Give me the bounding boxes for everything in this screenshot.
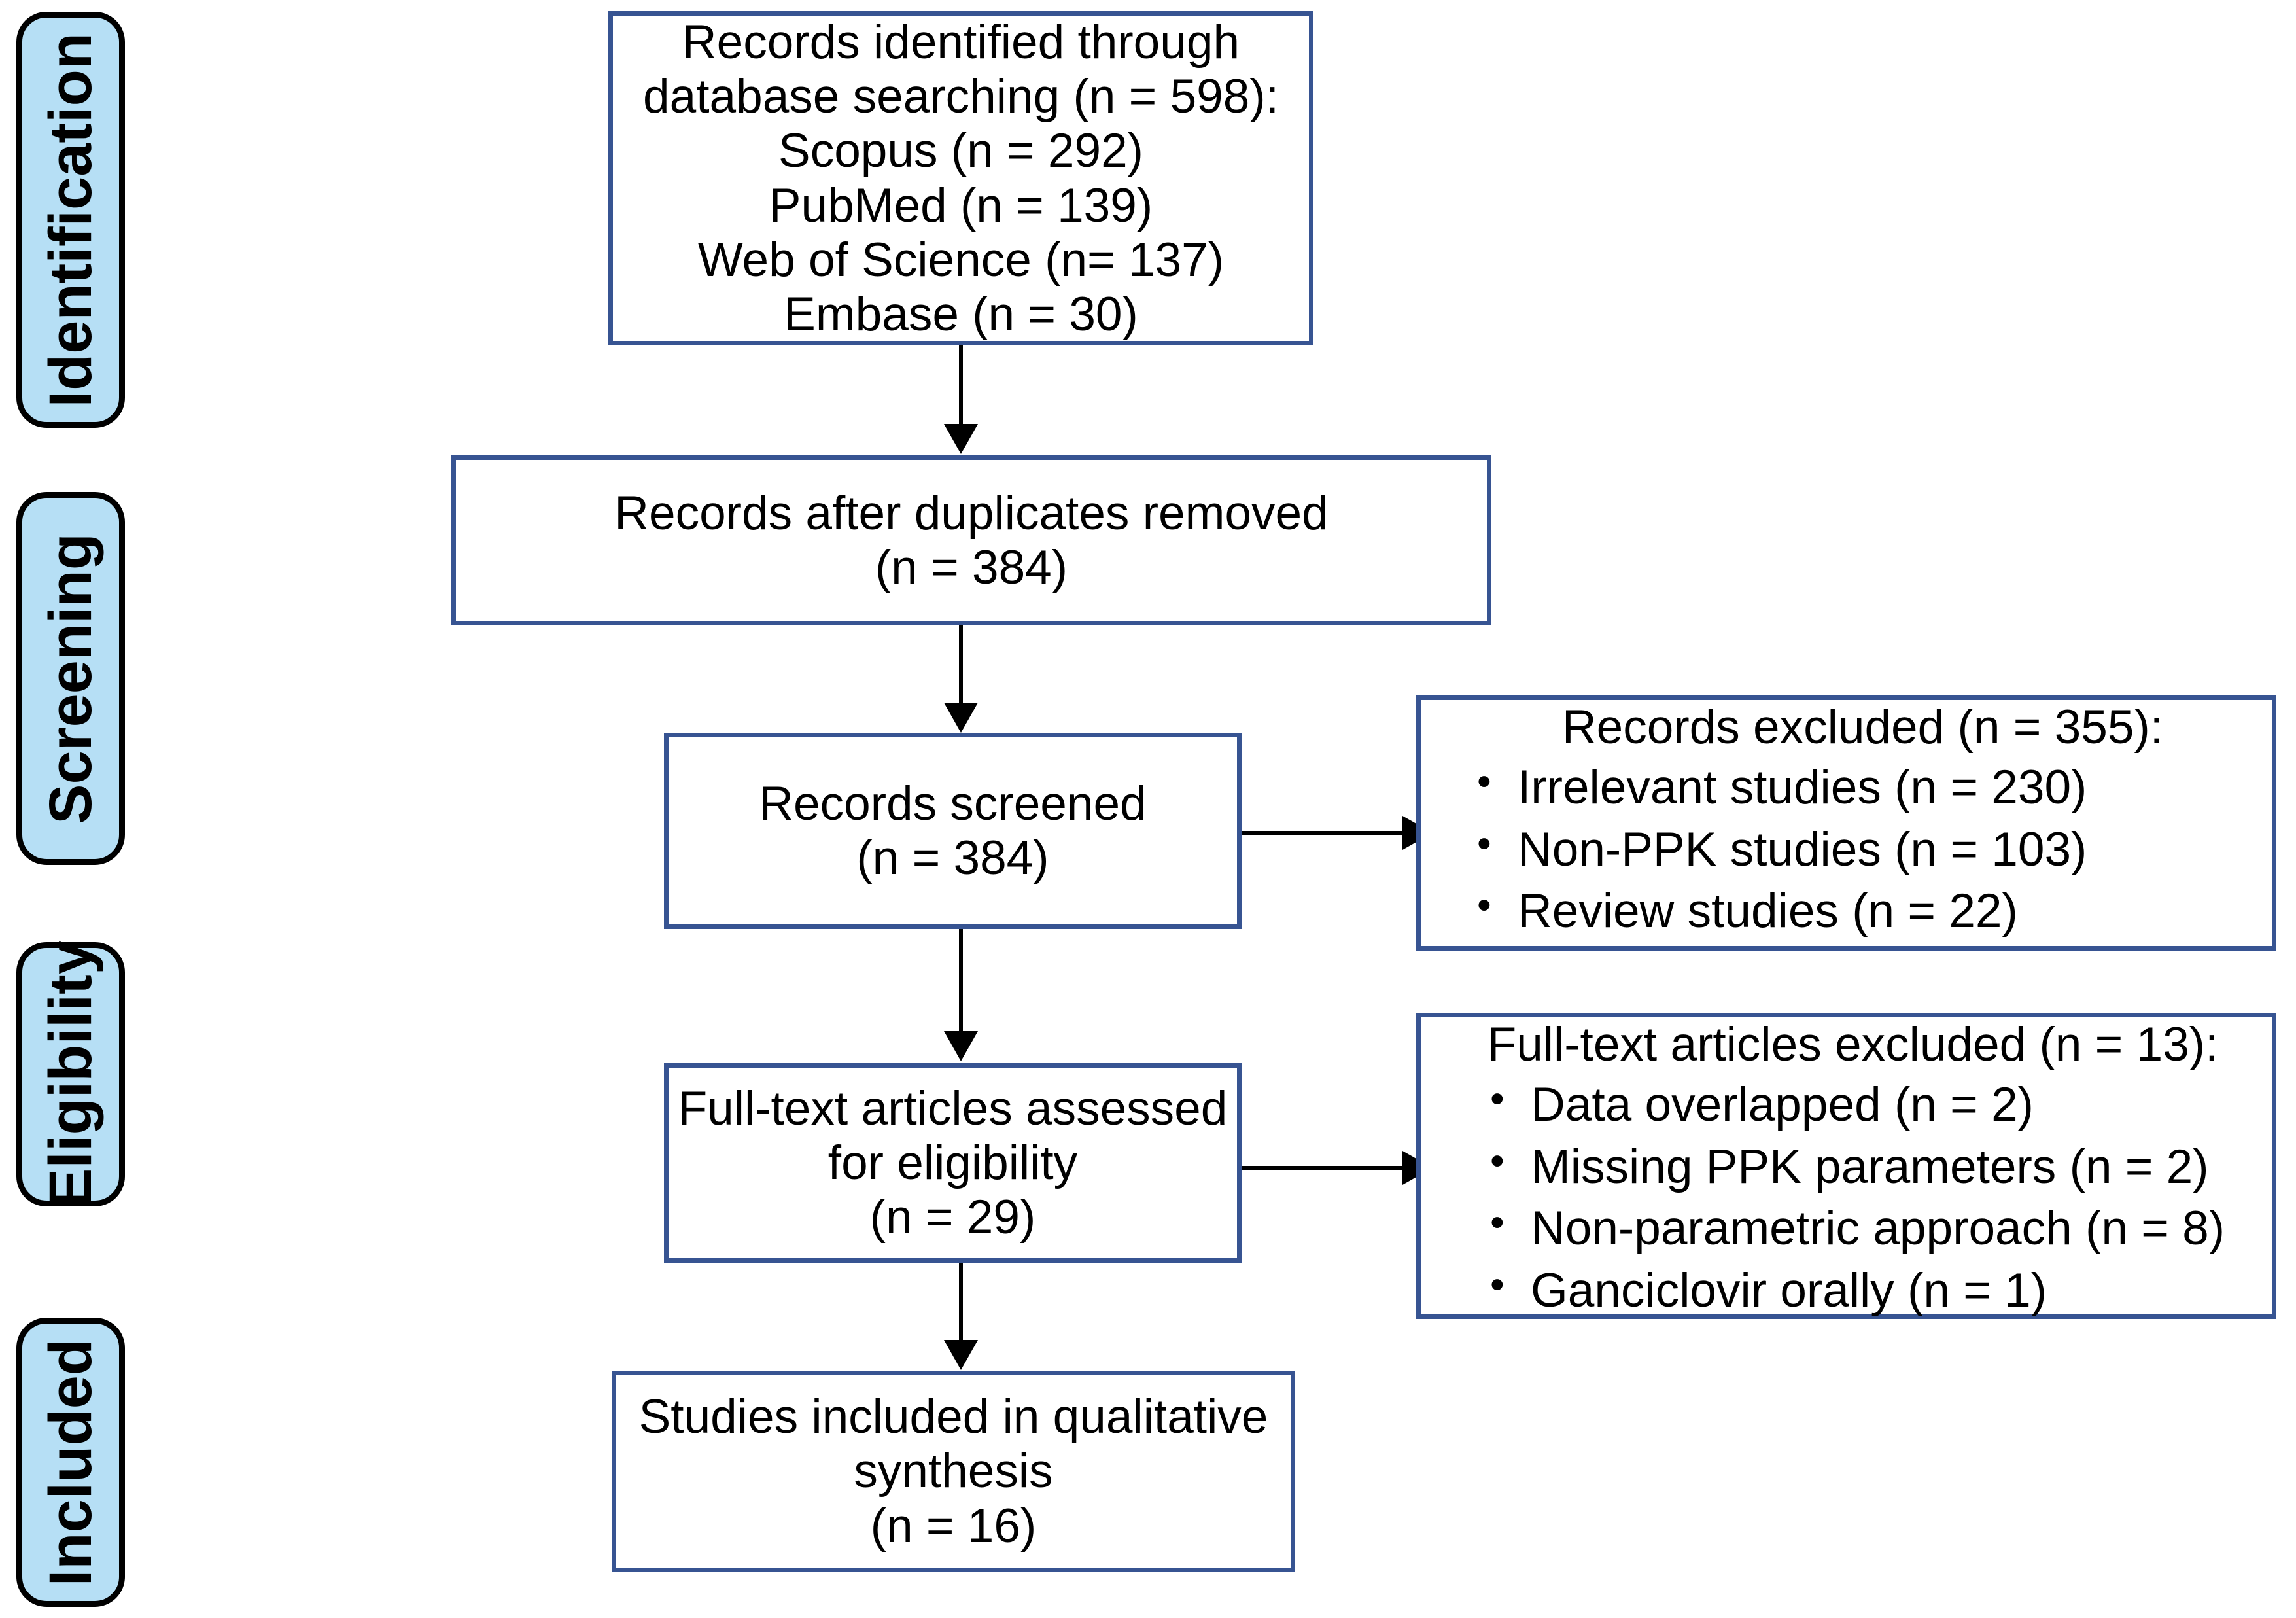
stage-label-screening: Screening bbox=[37, 533, 104, 824]
bullet-item: Missing PPK parameters (n = 2) bbox=[1480, 1135, 2259, 1199]
arrowhead-fulltext-to-included bbox=[944, 1340, 978, 1370]
bullet-item: Data overlapped (n = 2) bbox=[1480, 1073, 2259, 1136]
arrowhead-identified-to-duplicates bbox=[944, 424, 978, 454]
stage-label-eligibility: Eligibility bbox=[37, 940, 104, 1208]
connector-identified-to-duplicates bbox=[959, 345, 963, 425]
stage-pill-screening: Screening bbox=[16, 492, 125, 865]
box-records-screened-text: Records screened (n = 384) bbox=[759, 777, 1147, 885]
stage-label-identification: Identification bbox=[37, 32, 104, 408]
stage-label-included: Included bbox=[37, 1338, 104, 1587]
bullet-item: Non-parametric approach (n = 8) bbox=[1480, 1197, 2259, 1260]
box-records-after-duplicates-removed-text: Records after duplicates removed (n = 38… bbox=[614, 486, 1329, 594]
box-fulltext-articles-assessed-text: Full-text articles assessed for eligibil… bbox=[678, 1082, 1228, 1244]
connector-fulltext-to-excluded bbox=[1242, 1166, 1405, 1170]
connector-screened-to-excluded bbox=[1242, 831, 1405, 835]
box-records-excluded-heading: Records excluded (n = 355): bbox=[1561, 701, 2164, 754]
connector-duplicates-to-screened bbox=[959, 625, 963, 704]
connector-screened-to-fulltext bbox=[959, 929, 963, 1032]
box-records-identified: Records identified through database sear… bbox=[608, 11, 1313, 345]
bullet-item: Ganciclovir orally (n = 1) bbox=[1480, 1259, 2259, 1322]
stage-pill-eligibility: Eligibility bbox=[16, 940, 125, 1208]
connector-fulltext-to-included bbox=[959, 1263, 963, 1341]
box-fulltext-articles-excluded-bullet-list: Data overlapped (n = 2) Missing PPK para… bbox=[1447, 1073, 2259, 1323]
bullet-item: Non-PPK studies (n = 103) bbox=[1467, 818, 2259, 881]
arrowhead-duplicates-to-screened bbox=[944, 703, 978, 733]
box-fulltext-articles-excluded: Full-text articles excluded (n = 13): Da… bbox=[1416, 1013, 2276, 1319]
box-records-screened: Records screened (n = 384) bbox=[664, 733, 1242, 929]
bullet-item: Review studies (n = 22) bbox=[1467, 879, 2259, 943]
box-studies-included-text: Studies included in qualitative synthesi… bbox=[638, 1390, 1268, 1553]
box-records-after-duplicates-removed: Records after duplicates removed (n = 38… bbox=[451, 455, 1491, 625]
box-fulltext-articles-excluded-heading: Full-text articles excluded (n = 13): bbox=[1487, 1018, 2219, 1071]
arrowhead-screened-to-fulltext bbox=[944, 1031, 978, 1061]
box-records-identified-text: Records identified through database sear… bbox=[643, 15, 1279, 341]
box-fulltext-articles-assessed: Full-text articles assessed for eligibil… bbox=[664, 1063, 1242, 1263]
box-records-excluded: Records excluded (n = 355): Irrelevant s… bbox=[1416, 695, 2276, 951]
stage-pill-identification: Identification bbox=[16, 12, 125, 428]
bullet-item: Irrelevant studies (n = 230) bbox=[1467, 756, 2259, 819]
stage-pill-included: Included bbox=[16, 1318, 125, 1607]
box-records-excluded-content: Records excluded (n = 355): Irrelevant s… bbox=[1421, 700, 2272, 943]
box-fulltext-articles-excluded-content: Full-text articles excluded (n = 13): Da… bbox=[1421, 1017, 2272, 1322]
box-studies-included: Studies included in qualitative synthesi… bbox=[612, 1371, 1295, 1572]
box-records-excluded-bullet-list: Irrelevant studies (n = 230) Non-PPK stu… bbox=[1467, 756, 2259, 943]
